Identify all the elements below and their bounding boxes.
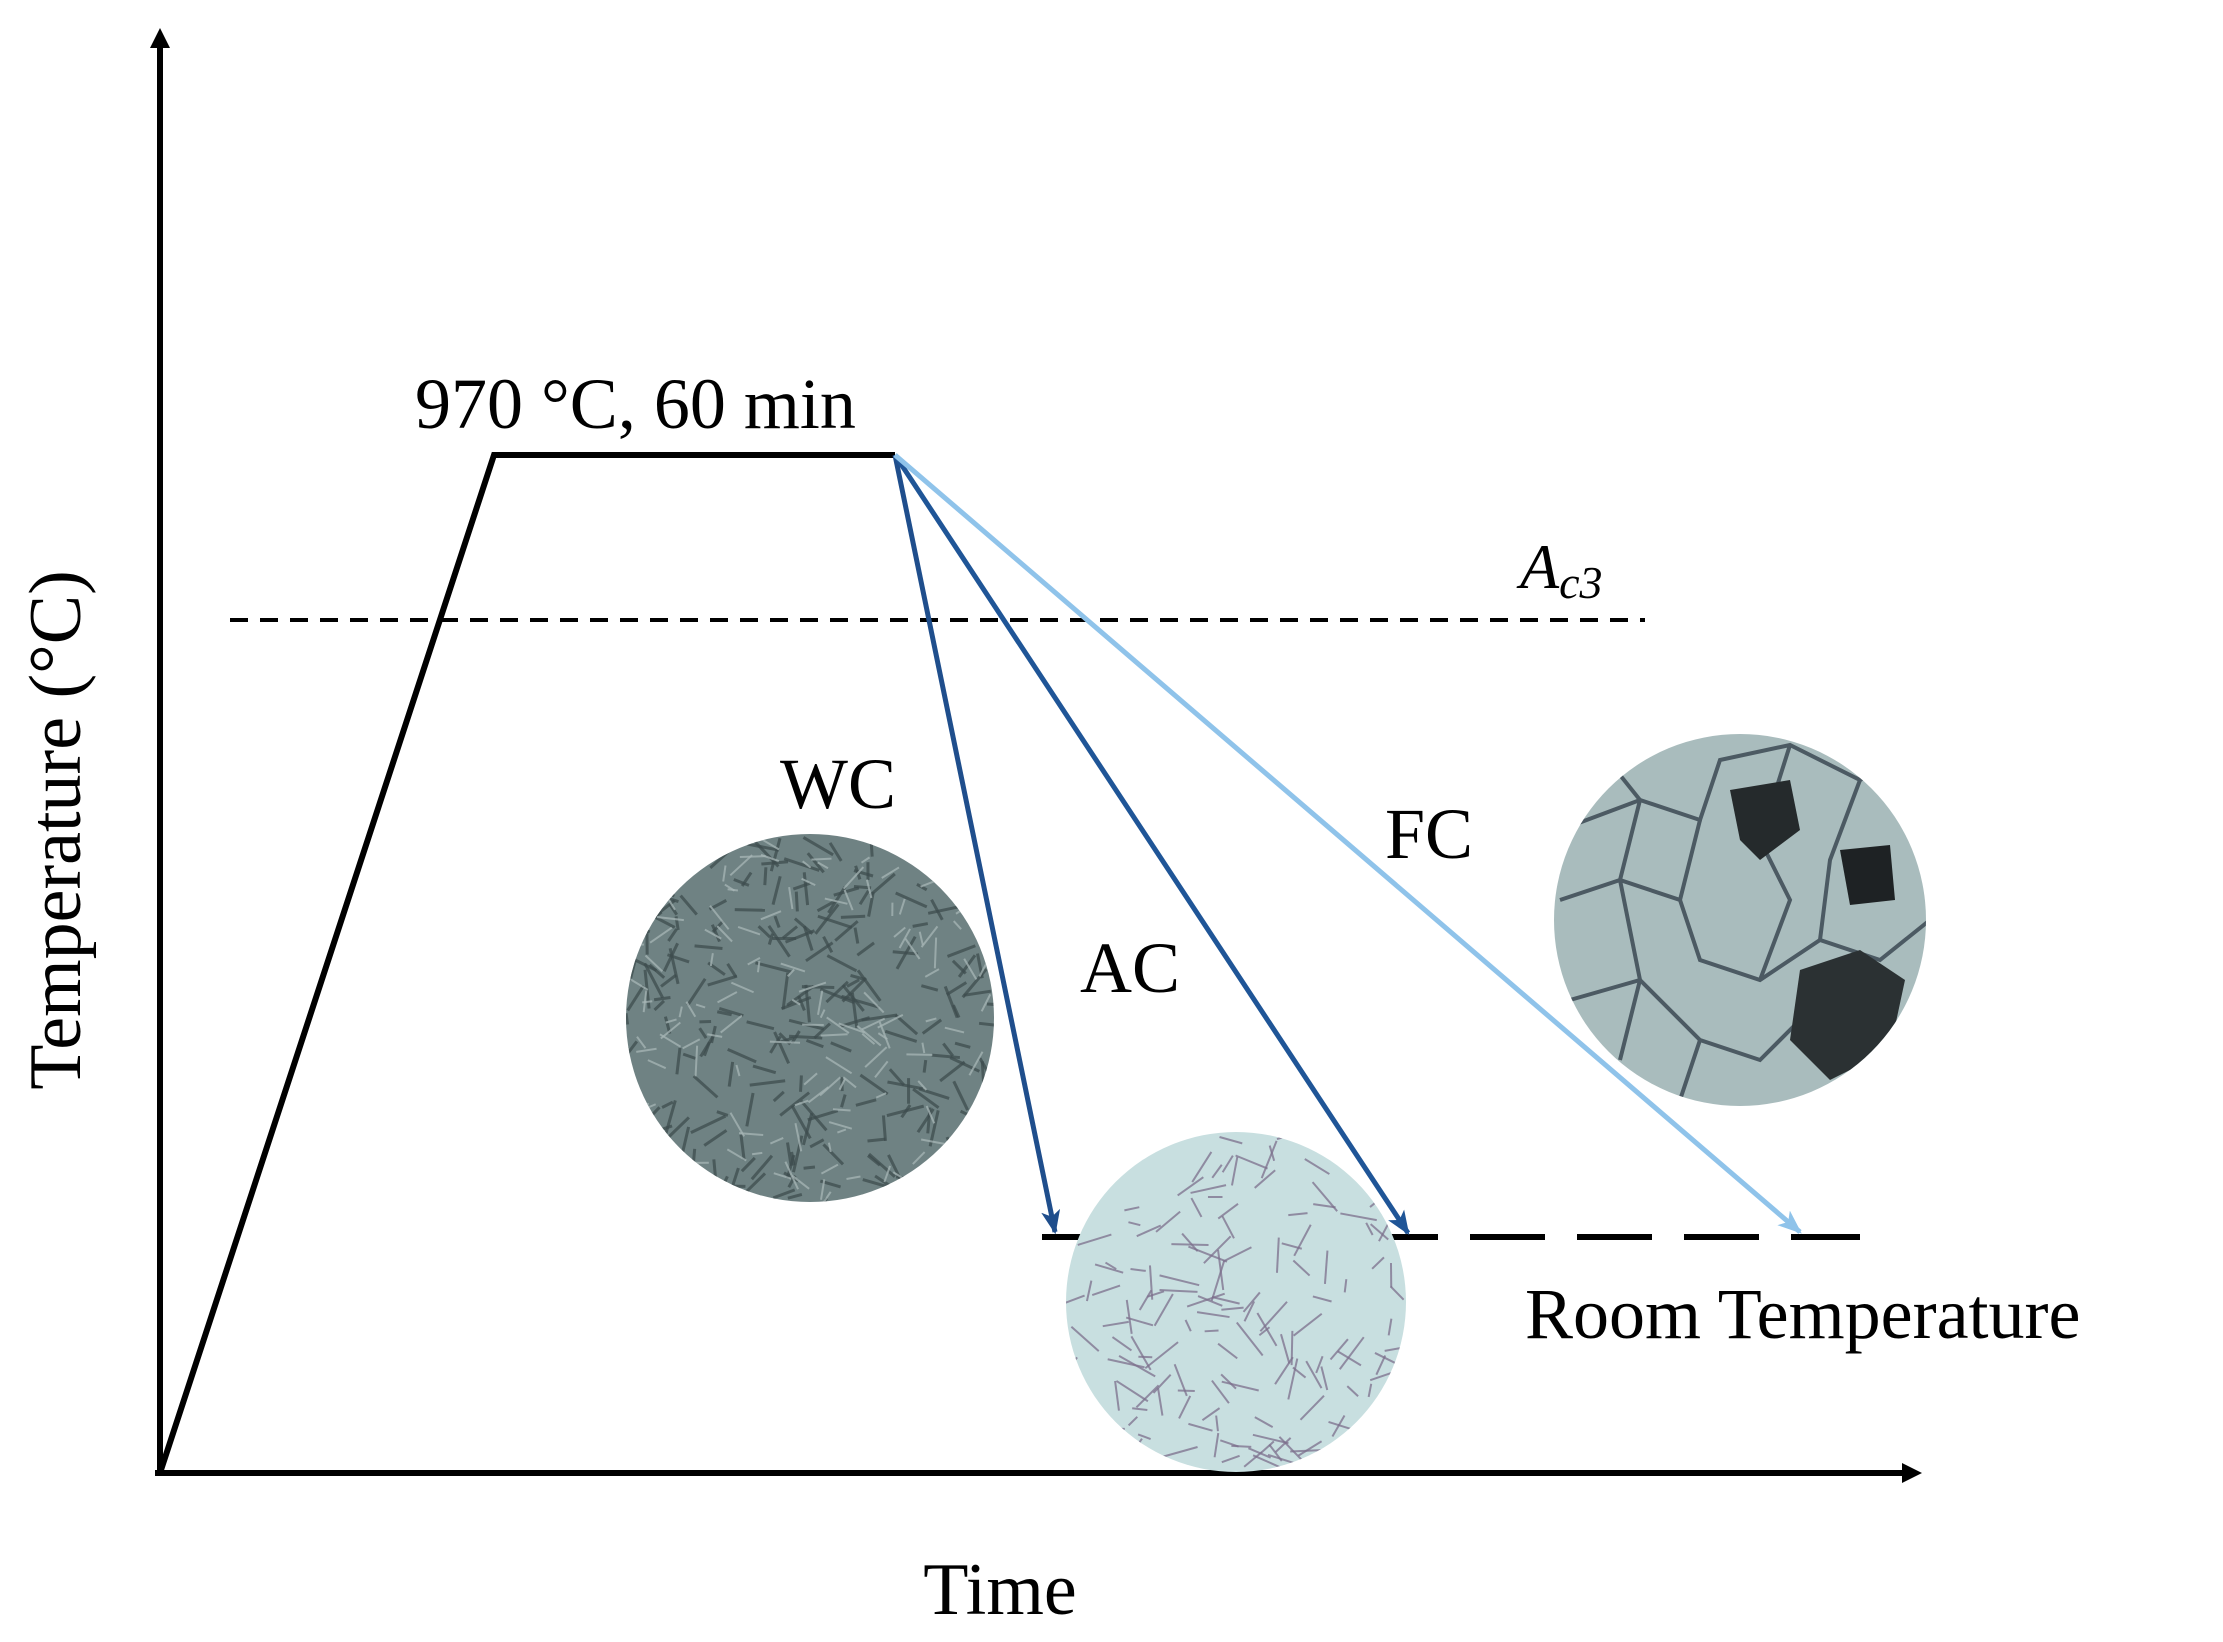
micrograph-wc: [626, 834, 994, 1202]
cooling-label-fc: FC: [1385, 794, 1473, 874]
heating-profile: [157, 452, 895, 1474]
micrograph-ac: [1066, 1132, 1406, 1472]
ac3-label: Ac3: [1516, 531, 1603, 608]
cooling-path-wc: [892, 454, 1061, 1235]
micrograph-fc: [1554, 734, 1926, 1106]
cooling-label-ac: AC: [1080, 928, 1180, 1008]
soak-label: 970 °C, 60 min: [415, 364, 856, 444]
room-temperature-label: Room Temperature: [1525, 1274, 2080, 1354]
cooling-label-wc: WC: [780, 744, 896, 824]
x-axis-label: Time: [923, 1549, 1077, 1631]
cooling-path-ac: [892, 453, 1411, 1236]
cooling-path-fc: [893, 453, 1802, 1234]
y-axis-label: Temperature (°C): [15, 570, 97, 1090]
